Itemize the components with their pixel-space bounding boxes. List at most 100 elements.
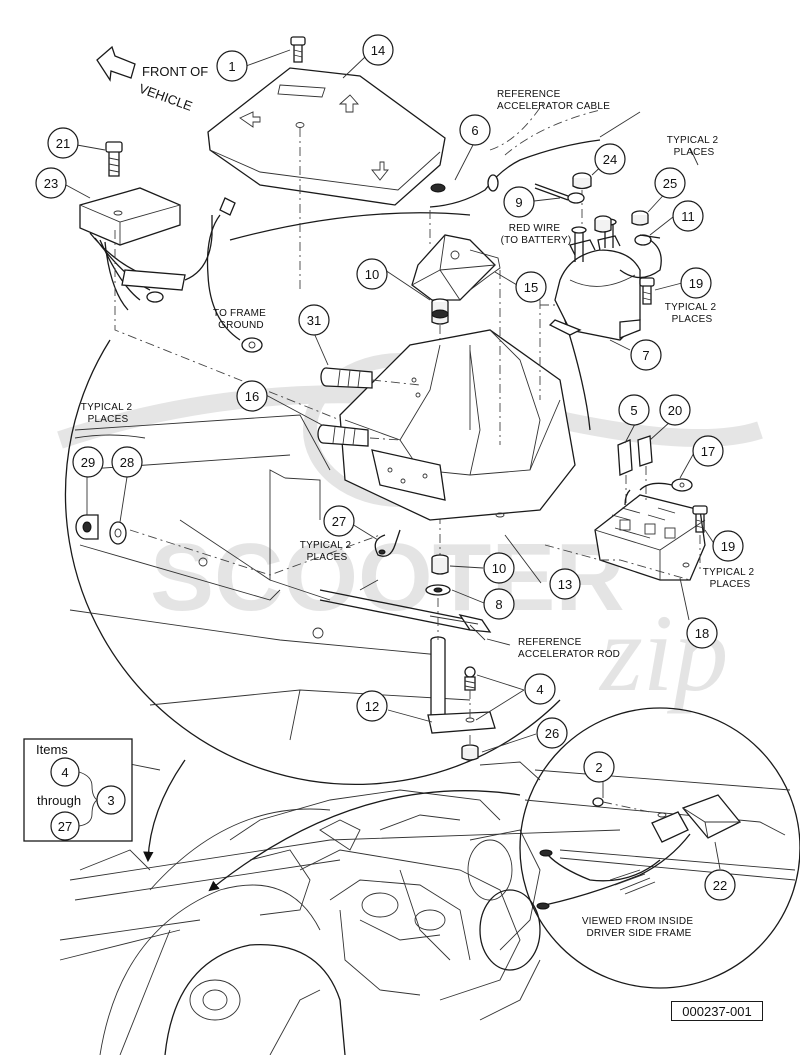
svg-text:26: 26 <box>545 726 559 741</box>
bolt-21-part <box>105 141 123 177</box>
svg-text:12: 12 <box>365 699 379 714</box>
svg-text:10: 10 <box>365 267 379 282</box>
svg-text:6: 6 <box>471 123 478 138</box>
callout-9: 9 <box>503 186 535 218</box>
bolt-31-part <box>320 367 373 389</box>
typical-2-places-label-nuts: TYPICAL 2 PLACES <box>81 402 135 425</box>
svg-text:9: 9 <box>515 195 522 210</box>
lever-12-part <box>427 636 496 734</box>
inset-detail-circle <box>519 707 800 989</box>
typical-2-places-label-clip: TYPICAL 2 PLACES <box>300 540 354 563</box>
svg-text:10: 10 <box>492 561 506 576</box>
viewed-from-inside-label: VIEWED FROM INSIDE DRIVER SIDE FRAME <box>582 916 696 939</box>
ball-stud-4-part <box>464 666 476 691</box>
nut-24-part <box>572 172 592 190</box>
bolt-16-part <box>317 424 369 447</box>
spacer-10-lower-part <box>431 554 449 575</box>
svg-text:16: 16 <box>245 389 259 404</box>
callout-19-lower: 19 <box>712 530 744 562</box>
callout-18: 18 <box>686 617 718 649</box>
reference-accelerator-cable-label: REFERENCE ACCELERATOR CABLE <box>497 89 610 112</box>
svg-text:31: 31 <box>307 313 321 328</box>
callout-10-lower: 10 <box>483 552 515 584</box>
items-legend-box: Items 4 through 3 27 <box>23 738 133 842</box>
figure-id-label: 000237-001 <box>671 1001 763 1021</box>
nut-pair-part <box>594 215 612 233</box>
chassis-illustration <box>59 759 621 1055</box>
svg-text:21: 21 <box>56 136 70 151</box>
callout-17: 17 <box>692 435 724 467</box>
nut-26-part <box>461 744 479 761</box>
callout-12: 12 <box>356 690 388 722</box>
callout-4: 4 <box>524 673 556 705</box>
callout-20: 20 <box>659 394 691 426</box>
front-arrow-icon <box>96 45 136 82</box>
red-wire-9-part <box>534 183 585 204</box>
spacer-10-upper-part <box>431 298 449 325</box>
svg-text:13: 13 <box>558 577 572 592</box>
svg-text:25: 25 <box>663 176 677 191</box>
frame-rails <box>69 414 471 741</box>
items-legend-end: 27 <box>58 819 72 834</box>
svg-text:27: 27 <box>332 514 346 529</box>
svg-text:20: 20 <box>668 403 682 418</box>
clip-27-part <box>374 529 401 557</box>
potentiometer-15-part <box>411 234 501 301</box>
callout-6: 6 <box>459 114 491 146</box>
fuse-5-part <box>617 439 633 476</box>
callout-29: 29 <box>72 446 104 478</box>
callout-14: 14 <box>362 34 394 66</box>
front-of-vehicle-label: FRONT OF <box>142 64 208 79</box>
fuse-20-part <box>637 435 653 467</box>
cover-part <box>207 67 446 206</box>
svg-text:4: 4 <box>536 682 543 697</box>
washer-8-part <box>425 584 451 596</box>
fuse-block-18-part <box>594 494 706 581</box>
front-of-vehicle-label-2: VEHICLE <box>137 81 195 114</box>
typical-2-places-label-bolt19-upper: TYPICAL 2 PLACES <box>665 302 719 325</box>
svg-text:5: 5 <box>630 403 637 418</box>
red-wire-label: RED WIRE (TO BATTERY) <box>501 223 572 246</box>
callout-21: 21 <box>47 127 79 159</box>
items-legend-middle: 3 <box>107 793 114 808</box>
svg-text:29: 29 <box>81 455 95 470</box>
svg-text:24: 24 <box>603 152 617 167</box>
svg-text:7: 7 <box>642 348 649 363</box>
typical-2-places-label-solenoid: TYPICAL 2 PLACES <box>667 135 721 158</box>
reference-accelerator-rod-label: REFERENCE ACCELERATOR ROD <box>518 637 620 660</box>
wire-11-part <box>619 234 662 279</box>
callout-28: 28 <box>111 446 143 478</box>
svg-text:1: 1 <box>228 59 235 74</box>
callout-7: 7 <box>630 339 662 371</box>
callout-26: 26 <box>536 717 568 749</box>
typical-2-places-label-bolt19-lower: TYPICAL 2 PLACES <box>703 567 757 590</box>
svg-text:28: 28 <box>120 455 134 470</box>
mounting-tray-13-part <box>339 329 576 521</box>
svg-text:zip: zip <box>598 592 728 714</box>
svg-text:14: 14 <box>371 43 385 58</box>
svg-text:11: 11 <box>681 209 695 224</box>
svg-text:19: 19 <box>721 539 735 554</box>
callout-2: 2 <box>583 751 615 783</box>
callout-11: 11 <box>672 200 704 232</box>
leader-lines <box>65 49 721 870</box>
callout-1: 1 <box>216 50 248 82</box>
callout-10-upper: 10 <box>356 258 388 290</box>
callout-19-upper: 19 <box>680 267 712 299</box>
items-legend-start: 4 <box>61 765 68 780</box>
svg-text:15: 15 <box>524 280 538 295</box>
terminal-17-part <box>639 478 693 492</box>
bolt-19-lower-part <box>692 505 708 533</box>
callout-5: 5 <box>618 394 650 426</box>
callout-27: 27 <box>323 505 355 537</box>
callout-22: 22 <box>704 869 736 901</box>
svg-text:17: 17 <box>701 444 715 459</box>
callout-bubbles: 1 14 21 2 3 6 24 9 25 11 10 15 19 31 16 7… <box>35 34 744 901</box>
svg-text:8: 8 <box>495 597 502 612</box>
to-frame-ground-label: TO FRAME GROUND <box>213 308 269 331</box>
callout-15: 15 <box>515 271 547 303</box>
callout-25: 25 <box>654 167 686 199</box>
svg-text:2: 2 <box>595 760 602 775</box>
callout-31: 31 <box>298 304 330 336</box>
